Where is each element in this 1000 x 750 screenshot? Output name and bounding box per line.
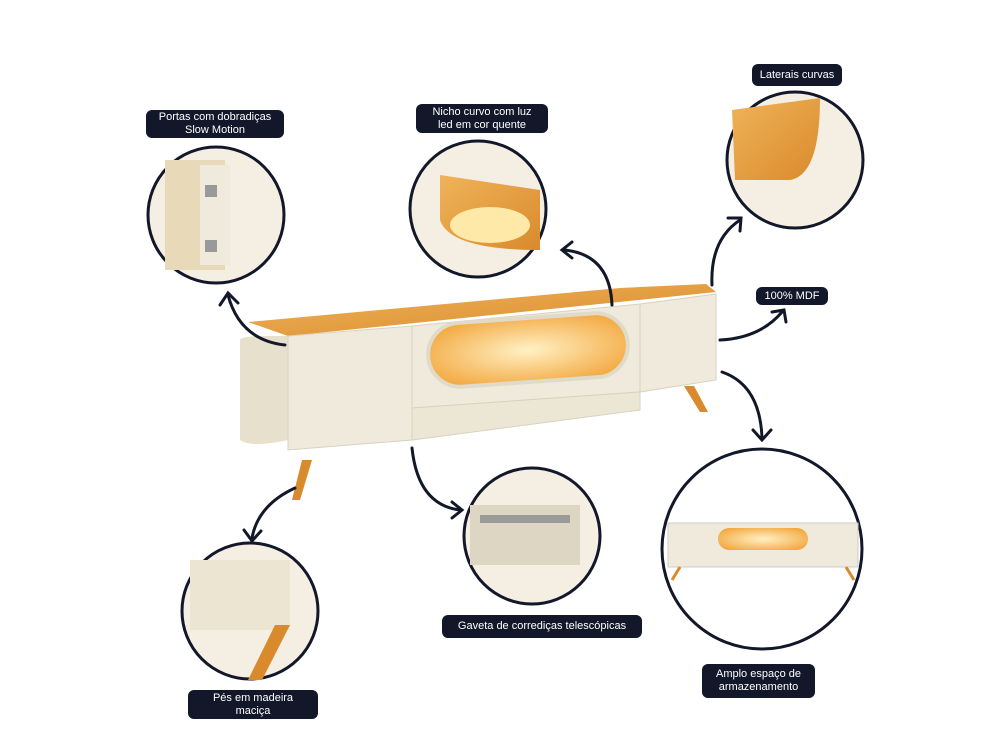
arrow-icon: [218, 290, 287, 347]
label-material: 100% MDF: [756, 287, 828, 305]
storage-closeup: [667, 522, 859, 581]
sides-closeup: [732, 98, 820, 180]
hinges-closeup: [165, 160, 230, 270]
rack-curved-side: [240, 335, 288, 444]
rack-top: [248, 284, 716, 336]
rack-leg: [292, 460, 312, 500]
arrow-icon: [710, 216, 743, 287]
arrow-icon: [559, 240, 614, 307]
tv-rack: [240, 284, 717, 500]
label-line: Portas com dobradiças: [158, 111, 272, 123]
arrow-icon: [718, 308, 788, 342]
label-niche: Nicho curvo com luz led em cor quente: [416, 104, 548, 133]
rack-right-door: [639, 293, 717, 393]
drawer-slide: [480, 515, 570, 523]
label-line: armazenamento: [718, 681, 799, 693]
label-hinges: Portas com dobradiças Slow Motion: [146, 110, 284, 138]
arrow-icon: [410, 446, 465, 520]
label-line: Nicho curvo com luz: [432, 105, 532, 118]
arrow-icon: [720, 370, 773, 443]
rack-leg: [684, 386, 708, 412]
label-feet: Pés em madeira maciça: [188, 690, 318, 719]
arrow-icon: [242, 486, 297, 544]
label-line: Slow Motion: [185, 124, 245, 136]
label-storage: Amplo espaço de armazenamento: [702, 664, 815, 698]
rack-drawer: [411, 391, 641, 441]
label-sides: Laterais curvas: [752, 64, 842, 86]
label-line: maciça: [235, 704, 271, 717]
rack-left-door: [287, 325, 413, 451]
niche-closeup: [440, 175, 540, 250]
label-line: Amplo espaço de: [716, 668, 801, 680]
label-line: Pés em madeira: [212, 691, 294, 704]
label-line: led em cor quente: [437, 118, 527, 131]
hinge-icon: [205, 185, 217, 197]
hinge-icon: [205, 240, 217, 252]
arrows: [218, 216, 788, 544]
feet-closeup: [190, 560, 290, 680]
drawer-closeup: [470, 505, 580, 565]
label-drawer: Gaveta de corrediças telescópicas: [442, 615, 642, 638]
rack-led-niche: [426, 311, 630, 389]
